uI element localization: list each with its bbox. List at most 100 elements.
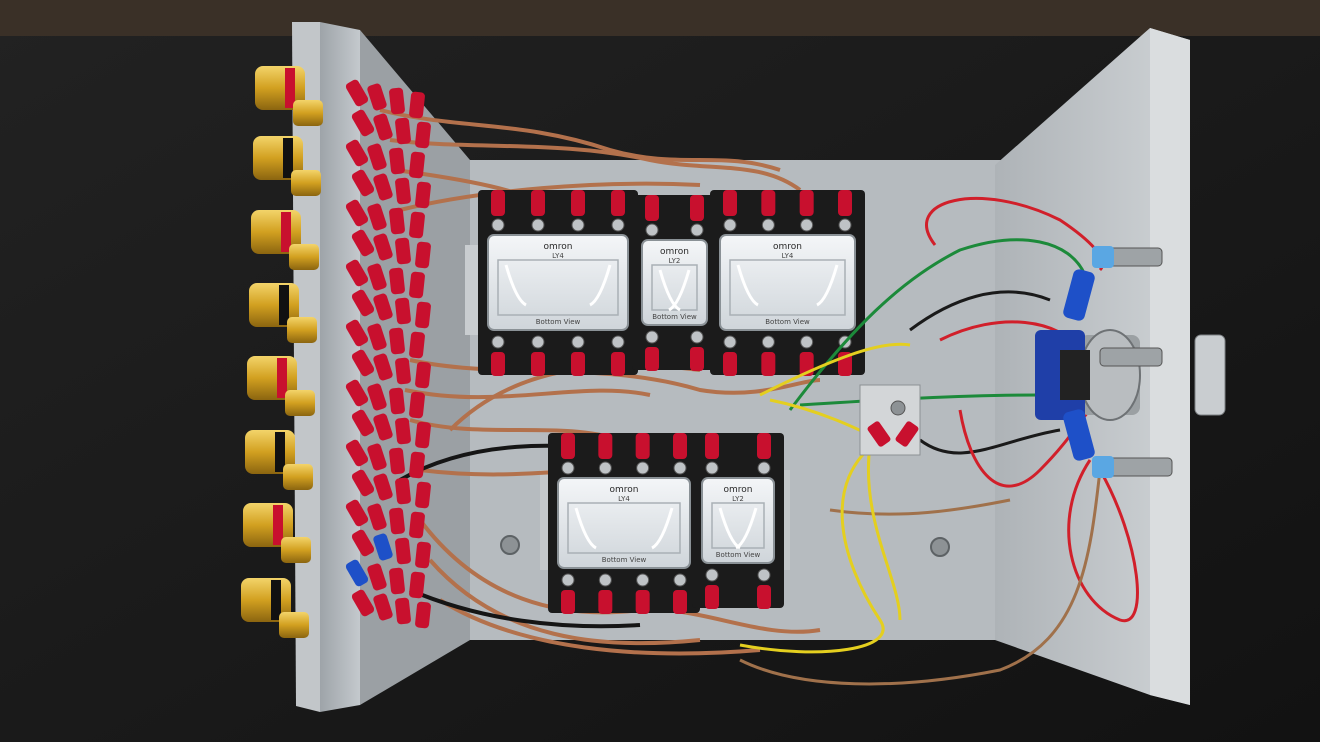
- red-spade-terminal: [389, 567, 405, 595]
- red-spade-terminal: [351, 169, 375, 197]
- red-spade-terminal: [367, 503, 387, 531]
- red-spade-terminal: [373, 353, 393, 381]
- red-spade-terminal: [351, 529, 375, 557]
- relay-body: [701, 477, 775, 564]
- terminal-screw: [636, 573, 650, 587]
- terminal-screw: [531, 218, 545, 232]
- terminal-screw: [761, 218, 775, 232]
- binding-post: [249, 283, 317, 343]
- red-spade-terminal: [561, 590, 575, 614]
- red-spade-terminal: [723, 352, 737, 376]
- red-spade-terminal: [373, 413, 393, 441]
- red-spade-terminal: [373, 233, 393, 261]
- red-spade-terminal: [415, 541, 431, 569]
- red-spade-terminal: [491, 190, 505, 216]
- red-spade-terminal: [395, 357, 411, 385]
- red-spade-terminal: [351, 229, 375, 257]
- red-spade-terminal: [531, 190, 545, 216]
- chassis-left-panel: [320, 22, 360, 712]
- relay-model-label: LY2: [732, 495, 744, 503]
- blue-spade-terminal: [373, 533, 393, 561]
- red-spade-terminal: [395, 477, 411, 505]
- red-spade-terminal: [367, 203, 387, 231]
- binding-post: [247, 356, 315, 416]
- red-spade-terminal: [389, 387, 405, 415]
- red-spade-terminal: [415, 301, 431, 329]
- relay-brand-label: omron: [610, 485, 639, 495]
- relay-body: [641, 239, 708, 326]
- red-spade-terminal: [757, 585, 771, 609]
- red-spade-terminal: [389, 87, 405, 115]
- red-spade-terminal: [635, 590, 650, 614]
- red-spade-terminal: [367, 323, 387, 351]
- red-spade-terminal: [409, 151, 425, 179]
- red-spade-terminal: [395, 237, 411, 265]
- red-spade-terminal: [373, 473, 393, 501]
- relay-view-label: Bottom View: [765, 318, 810, 326]
- ground-lug-plate: [859, 384, 921, 456]
- red-spade-terminal: [367, 383, 387, 411]
- terminal-screw: [800, 335, 814, 349]
- terminal-screw: [491, 218, 505, 232]
- red-spade-terminal: [598, 433, 613, 459]
- mount-screw: [500, 535, 520, 555]
- terminal-screw: [598, 573, 612, 587]
- red-spade-terminal: [673, 433, 687, 459]
- red-spade-terminal: [395, 297, 411, 325]
- terminal-screw: [611, 335, 625, 349]
- red-spade-terminal: [611, 190, 625, 216]
- red-spade-terminal: [373, 293, 393, 321]
- red-spade-terminal: [395, 537, 411, 565]
- panel-jack-top: [1092, 246, 1163, 268]
- terminal-screw: [645, 223, 659, 237]
- red-spade-terminal: [389, 507, 405, 535]
- red-spade-terminal: [345, 259, 369, 287]
- red-spade-terminal: [373, 593, 393, 621]
- red-spade-terminal: [611, 352, 625, 376]
- terminal-screw: [690, 223, 704, 237]
- red-spade-terminal: [389, 147, 405, 175]
- red-spade-terminal: [531, 352, 545, 376]
- terminal-screw: [561, 573, 575, 587]
- red-spade-terminal: [351, 349, 375, 377]
- red-spade-terminal: [389, 447, 405, 475]
- red-spade-terminal: [351, 409, 375, 437]
- red-spade-terminal: [571, 190, 585, 216]
- red-spade-terminal: [761, 352, 776, 376]
- red-spade-terminal: [409, 331, 425, 359]
- binding-posts: [241, 66, 323, 638]
- red-spade-terminal: [757, 433, 771, 459]
- red-spade-terminal: [415, 421, 431, 449]
- red-spade-terminal: [345, 319, 369, 347]
- red-spade-terminal: [389, 207, 405, 235]
- terminal-screw: [571, 335, 585, 349]
- red-spade-terminal: [415, 241, 431, 269]
- red-spade-terminal: [491, 352, 505, 376]
- relay-model-label: LY4: [782, 252, 794, 260]
- red-spade-terminal: [395, 117, 411, 145]
- relay-view-label: Bottom View: [536, 318, 581, 326]
- red-spade-terminal: [705, 585, 719, 609]
- terminal-screw: [611, 218, 625, 232]
- relay-brand-label: omron: [544, 242, 573, 252]
- terminal-screw: [757, 461, 771, 475]
- red-spade-terminal: [373, 113, 393, 141]
- red-spade-terminal: [598, 590, 613, 614]
- spade-terminal-cluster: [345, 79, 431, 629]
- red-spade-terminal: [345, 499, 369, 527]
- blue-spade-terminal: [345, 559, 369, 587]
- red-spade-terminal: [395, 177, 411, 205]
- red-spade-terminal: [367, 143, 387, 171]
- red-spade-terminal: [645, 347, 659, 371]
- terminal-screw: [761, 335, 775, 349]
- chassis-right-wall-edge: [1150, 28, 1190, 705]
- red-spade-terminal: [389, 327, 405, 355]
- red-spade-terminal: [415, 121, 431, 149]
- terminal-screw: [531, 335, 545, 349]
- terminal-screw: [705, 461, 719, 475]
- red-spade-terminal: [415, 361, 431, 389]
- relay-model-label: LY2: [669, 257, 681, 265]
